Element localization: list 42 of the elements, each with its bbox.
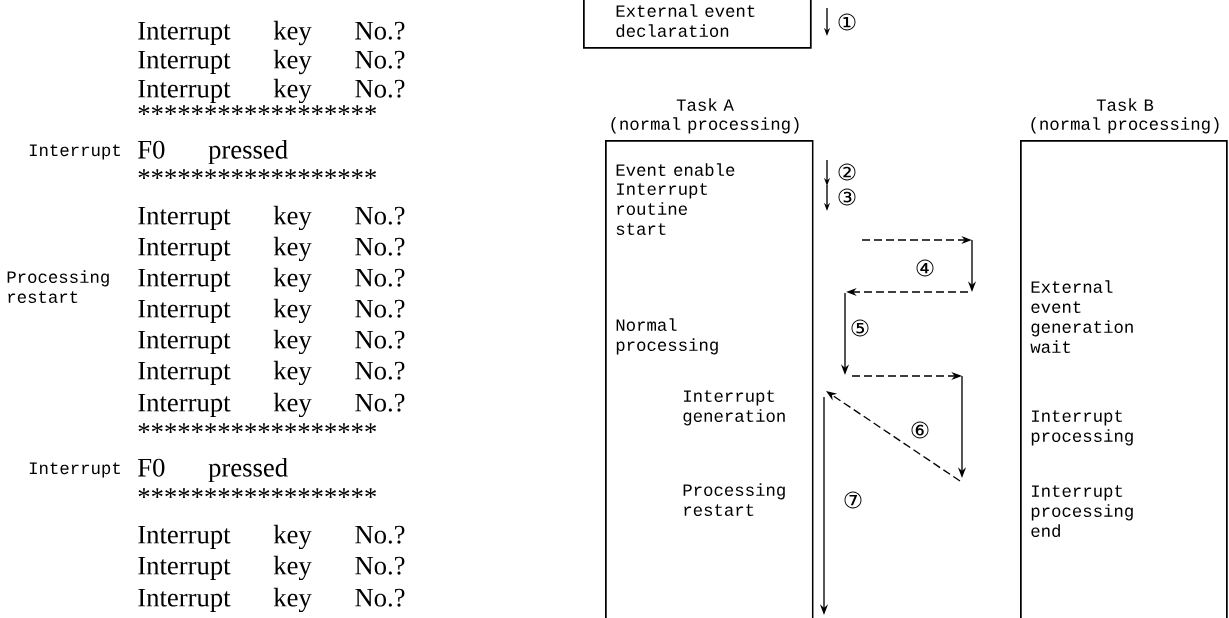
task-heading: (normal processing)	[611, 117, 799, 134]
asterisk-row: ******************	[138, 488, 376, 499]
step-text: Processing restart	[683, 483, 785, 516]
step-text: Normal processing	[616, 318, 718, 355]
printout-line: Interrupt key No.?	[138, 587, 405, 613]
step-number: ②	[838, 163, 856, 181]
printout-line: Interrupt key No.?	[138, 49, 405, 75]
step-text: External event generation wait	[1030, 280, 1133, 353]
step-text: Interrupt routine start	[616, 183, 708, 235]
printout-line: Interrupt key No.?	[138, 298, 405, 324]
printout-line: Interrupt key No.?	[138, 524, 405, 550]
step-number: ⑤	[851, 319, 869, 337]
task-heading: Task A	[676, 98, 734, 111]
step-number: ④	[916, 259, 934, 277]
printout-line: Interrupt key No.?	[138, 555, 405, 581]
side-note: Processing restart	[7, 270, 109, 303]
printout-line: Interrupt key No.?	[138, 20, 405, 46]
printout-line: F0 pressed	[138, 139, 288, 165]
step-number: ③	[838, 188, 856, 206]
side-note: Interrupt	[29, 144, 120, 160]
printout-line: Interrupt key No.?	[138, 360, 405, 386]
printout-line: Interrupt key No.?	[138, 329, 405, 355]
step-text: Interrupt processing	[1031, 410, 1133, 446]
printout-line: Interrupt key No.?	[138, 267, 405, 293]
step-number: ⑥	[911, 421, 929, 439]
step-number: ⑦	[844, 491, 862, 509]
step-text: Event enable	[616, 163, 735, 176]
asterisk-row: ******************	[138, 105, 376, 116]
step-text: Interrupt processing end	[1031, 485, 1133, 538]
side-note: Interrupt	[29, 462, 120, 478]
task-heading: Task B	[1096, 98, 1154, 111]
printout-line: Interrupt key No.?	[138, 205, 405, 231]
printout-line: Interrupt key No.?	[138, 392, 405, 418]
step-text: External event declaration	[616, 4, 755, 38]
printout-line: Interrupt key No.?	[138, 236, 405, 262]
step-number: ①	[838, 13, 856, 31]
printout-line: Interrupt key No.?	[138, 78, 405, 104]
step-text: Interrupt generation	[683, 390, 785, 426]
task-heading: (normal processing)	[1031, 117, 1219, 134]
printout-line: F0 pressed	[138, 457, 288, 483]
asterisk-row: ******************	[138, 423, 376, 434]
asterisk-row: ******************	[138, 169, 376, 180]
